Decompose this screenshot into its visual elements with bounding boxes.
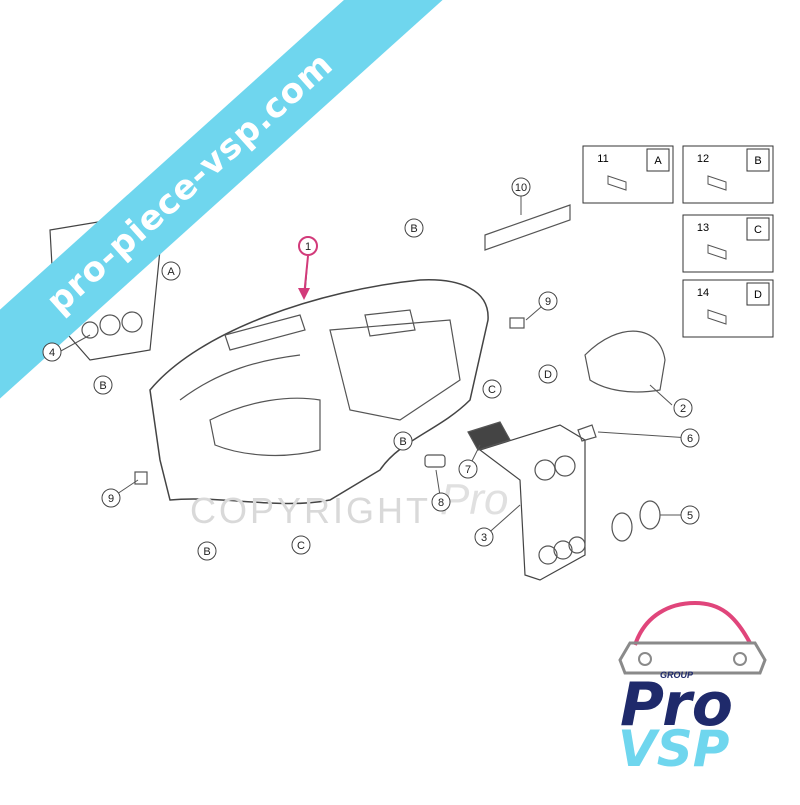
provsp-logo: GROUP Pro VSP xyxy=(600,585,780,785)
part-callout-9: 9 xyxy=(101,488,121,508)
part-callout-5: 5 xyxy=(680,505,700,525)
svg-text:C: C xyxy=(297,540,305,552)
svg-text:9: 9 xyxy=(108,493,114,505)
letter-callout-d: D xyxy=(538,364,558,384)
logo-vsp-text: VSP xyxy=(618,720,730,778)
svg-text:10: 10 xyxy=(515,182,527,194)
svg-text:4: 4 xyxy=(49,347,55,359)
fastener-number: 12 xyxy=(697,153,709,165)
svg-text:C: C xyxy=(488,384,496,396)
letter-callout-b: B xyxy=(393,431,413,451)
car-outline-icon xyxy=(618,600,767,675)
letter-callout-c: C xyxy=(482,379,502,399)
svg-text:7: 7 xyxy=(465,464,471,476)
part-callout-10: 10 xyxy=(511,177,531,197)
svg-text:6: 6 xyxy=(687,433,693,445)
part-callout-8: 8 xyxy=(431,492,451,512)
copyright-brand-watermark: Pro xyxy=(440,475,509,524)
fastener-clip-icon xyxy=(707,244,727,260)
cover-part xyxy=(584,330,666,393)
svg-text:B: B xyxy=(410,223,417,235)
fastener-box-11: 11 A xyxy=(582,145,674,204)
part-callout-7: 7 xyxy=(458,459,478,479)
fastener-number: 13 xyxy=(697,222,709,234)
center-console-bezel xyxy=(478,424,586,581)
svg-text:A: A xyxy=(167,266,175,278)
fastener-letter: B xyxy=(754,155,761,167)
svg-text:B: B xyxy=(99,380,106,392)
svg-text:8: 8 xyxy=(438,497,444,509)
dashboard-panel xyxy=(149,279,489,505)
part-callout-1: 1 xyxy=(298,236,318,256)
logo-pro-text: Pro xyxy=(620,670,733,740)
svg-text:1: 1 xyxy=(305,241,311,253)
svg-text:9: 9 xyxy=(545,296,551,308)
svg-text:D: D xyxy=(544,369,552,381)
svg-text:B: B xyxy=(399,436,406,448)
letter-callout-b: B xyxy=(404,218,424,238)
letter-callout-b: B xyxy=(93,375,113,395)
part-callout-6: 6 xyxy=(680,428,700,448)
fastener-number: 14 xyxy=(697,287,709,299)
trim-strip xyxy=(484,204,571,251)
fastener-number: 11 xyxy=(597,153,608,165)
fastener-letter: A xyxy=(654,155,662,167)
fastener-clip-icon xyxy=(707,309,727,325)
letter-callout-a: A xyxy=(161,261,181,281)
fastener-letter: D xyxy=(754,289,762,301)
fastener-box-13: 13 C xyxy=(682,214,774,273)
logo-group-text: GROUP xyxy=(660,670,694,680)
fastener-clip-icon xyxy=(707,175,727,191)
svg-text:2: 2 xyxy=(680,403,686,415)
svg-text:3: 3 xyxy=(481,532,487,544)
svg-text:B: B xyxy=(203,546,210,558)
copyright-watermark: COPYRIGHT xyxy=(190,490,432,531)
part-callout-4: 4 xyxy=(42,342,62,362)
part-callout-2: 2 xyxy=(673,398,693,418)
storage-mat xyxy=(467,421,511,451)
fastener-letter: C xyxy=(754,224,762,236)
fastener-box-12: 12 B xyxy=(682,145,774,204)
svg-text:5: 5 xyxy=(687,510,693,522)
fastener-clip-icon xyxy=(607,175,627,191)
part-callout-9: 9 xyxy=(538,291,558,311)
letter-callout-c: C xyxy=(291,535,311,555)
letter-callout-b: B xyxy=(197,541,217,561)
fastener-box-14: 14 D xyxy=(682,279,774,338)
part-callout-3: 3 xyxy=(474,527,494,547)
